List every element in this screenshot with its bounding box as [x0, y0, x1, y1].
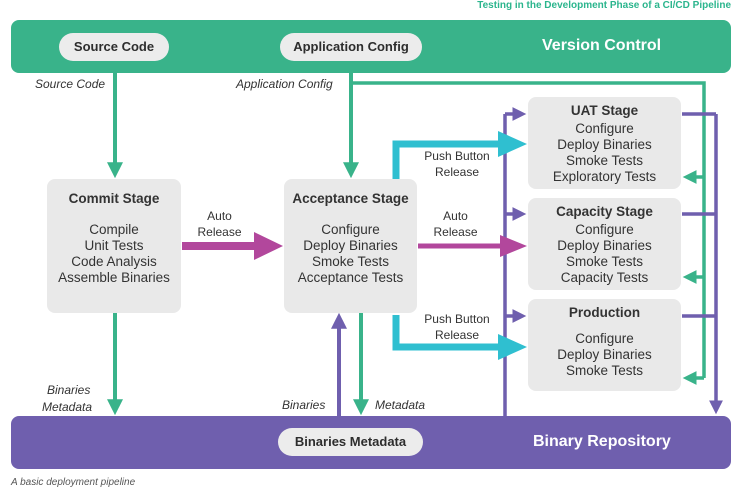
- stage-item: Unit Tests: [84, 238, 144, 253]
- acceptance-auto-release-head: [500, 235, 527, 257]
- stage-item: Exploratory Tests: [552, 169, 657, 184]
- stage-item: Acceptance Tests: [297, 270, 404, 285]
- release-text: Release: [433, 225, 478, 239]
- metadata-label-left: Metadata: [42, 400, 93, 414]
- push-button-label-1: Push Button Release: [414, 148, 500, 180]
- production-stage: Production Configure Deploy Binaries Smo…: [528, 299, 681, 391]
- push-button-text: Push Button: [424, 149, 490, 163]
- stage-item: Configure: [575, 121, 634, 136]
- stage-title: Commit Stage: [68, 191, 160, 206]
- stage-item: Code Analysis: [71, 254, 157, 269]
- capacity-stage: Capacity Stage Configure Deploy Binaries…: [528, 198, 681, 290]
- stage-item: Assemble Binaries: [58, 270, 170, 285]
- metadata-label-center: Metadata: [375, 398, 426, 412]
- stage-item: Configure: [575, 222, 634, 237]
- stage-title: Capacity Stage: [556, 204, 653, 219]
- auto-text: Auto: [443, 209, 468, 223]
- stage-item: Smoke Tests: [565, 153, 644, 168]
- push-production-head: [498, 334, 527, 360]
- stage-item: Configure: [321, 222, 380, 237]
- stage-title: Acceptance Stage: [292, 191, 409, 206]
- stage-title: Production: [568, 305, 641, 320]
- stage-item: Deploy Binaries: [557, 238, 652, 253]
- stage-item: Smoke Tests: [311, 254, 390, 269]
- push-button-label-2: Push Button Release: [414, 311, 500, 343]
- stage-items: Configure Deploy Binaries Smoke Tests Ac…: [284, 222, 417, 286]
- auto-release-label-1: Auto Release: [192, 208, 247, 240]
- stage-title: UAT Stage: [570, 103, 639, 118]
- stage-item: Capacity Tests: [560, 270, 649, 285]
- binaries-label-center: Binaries: [282, 398, 326, 412]
- binaries-metadata-pill: Binaries Metadata: [278, 428, 423, 456]
- push-uat-head: [498, 131, 527, 157]
- figure-caption: A basic deployment pipeline: [11, 477, 136, 488]
- stage-item: Smoke Tests: [565, 254, 644, 269]
- release-text: Release: [434, 165, 480, 179]
- auto-text: Auto: [207, 209, 232, 223]
- stage-items: Configure Deploy Binaries Smoke Tests: [528, 331, 681, 379]
- push-production-shaft: [392, 315, 500, 351]
- source-code-label: Source Code: [35, 77, 106, 91]
- acceptance-stage: Acceptance Stage Configure Deploy Binari…: [284, 179, 417, 313]
- binary-repository-title: Binary Repository: [533, 433, 671, 450]
- stage-item: Compile: [89, 222, 139, 237]
- stage-item: Deploy Binaries: [557, 347, 652, 362]
- auto-release-label-2: Auto Release: [428, 208, 483, 240]
- version-control-title: Version Control: [542, 37, 662, 54]
- binaries-label-left: Binaries: [47, 383, 91, 397]
- application-config-pill: Application Config: [280, 33, 422, 61]
- stage-items: Configure Deploy Binaries Smoke Tests Ca…: [528, 222, 681, 286]
- push-button-text: Push Button: [424, 312, 490, 326]
- stage-items: Compile Unit Tests Code Analysis Assembl…: [47, 222, 181, 286]
- release-text: Release: [434, 328, 480, 342]
- uat-stage: UAT Stage Configure Deploy Binaries Smok…: [528, 97, 681, 189]
- source-code-pill: Source Code: [59, 33, 169, 61]
- push-uat-shaft: [392, 140, 500, 196]
- stage-item: Deploy Binaries: [557, 137, 652, 152]
- stage-item: Smoke Tests: [565, 363, 644, 378]
- stage-item: Configure: [575, 331, 634, 346]
- config-distribution-line: [351, 81, 706, 378]
- application-config-label: Application Config: [236, 77, 333, 91]
- stage-item: Deploy Binaries: [303, 238, 398, 253]
- release-text: Release: [197, 225, 242, 239]
- commit-auto-release-head: [254, 232, 283, 260]
- stage-items: Configure Deploy Binaries Smoke Tests Ex…: [528, 121, 681, 185]
- header-title: Testing in the Development Phase of a CI…: [477, 0, 731, 11]
- commit-stage: Commit Stage Compile Unit Tests Code Ana…: [47, 179, 181, 313]
